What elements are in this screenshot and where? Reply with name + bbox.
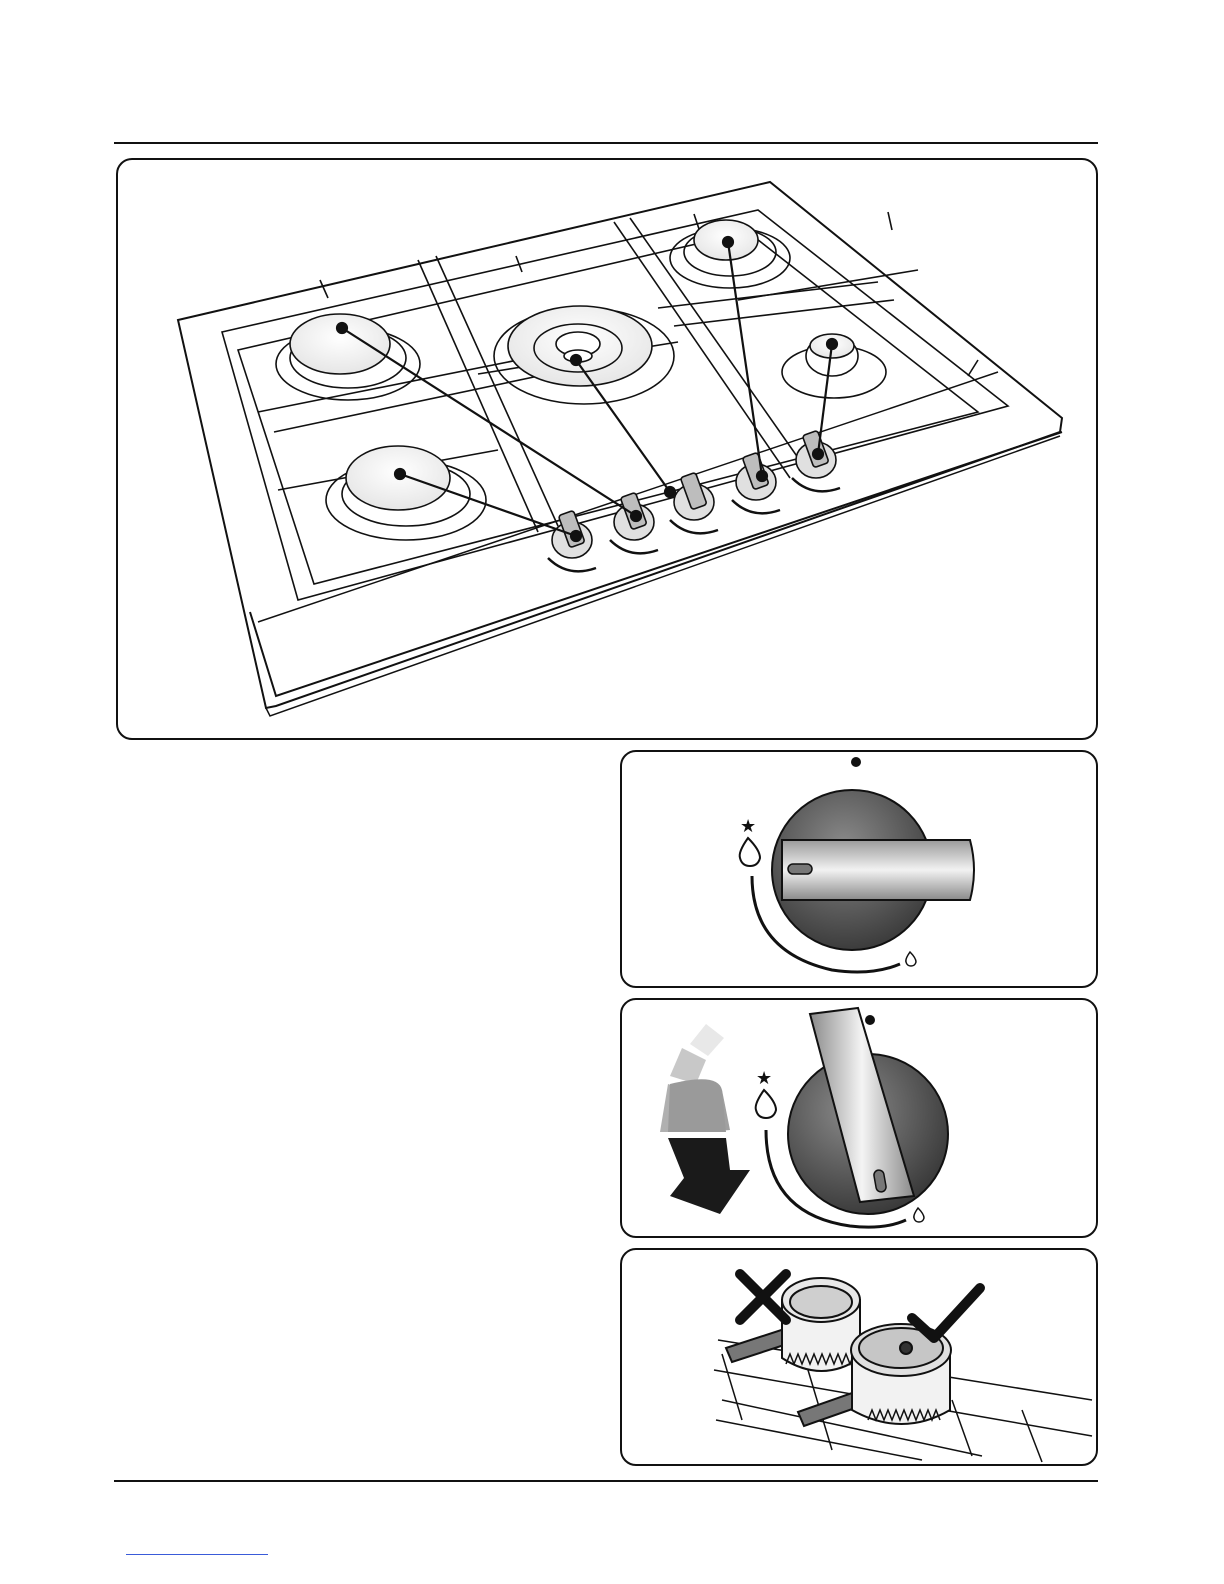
off-marker-dot bbox=[865, 1015, 875, 1025]
knob-2 bbox=[610, 492, 658, 553]
pan-handle-position-icon bbox=[622, 1250, 1096, 1464]
max-star-icon: ★ bbox=[756, 1068, 772, 1089]
max-flame-icon bbox=[740, 838, 760, 866]
burner-rear-left bbox=[276, 314, 420, 400]
footer-rule bbox=[114, 1480, 1098, 1482]
hob-diagram-panel bbox=[116, 158, 1098, 740]
rotation-arrow-icon bbox=[660, 1024, 750, 1214]
check-icon bbox=[912, 1288, 980, 1338]
gas-hob-icon bbox=[118, 160, 1096, 738]
knob-off-panel: ★ bbox=[620, 750, 1098, 988]
max-star-icon: ★ bbox=[740, 816, 756, 837]
control-knobs bbox=[548, 430, 840, 571]
pan-supports bbox=[222, 210, 1008, 600]
max-flame-icon bbox=[756, 1090, 776, 1118]
off-marker-dot bbox=[851, 757, 861, 767]
pan-position-panel bbox=[620, 1248, 1098, 1466]
burner-front-left bbox=[326, 446, 486, 540]
min-flame-icon bbox=[906, 952, 916, 966]
header-rule bbox=[114, 142, 1098, 144]
cross-icon bbox=[740, 1274, 786, 1320]
burner-centre-wok bbox=[494, 306, 674, 404]
control-knob-off-icon: ★ bbox=[622, 752, 1096, 986]
knob-4 bbox=[732, 452, 780, 513]
control-knob-turn-max-icon: ★ bbox=[622, 1000, 1096, 1236]
knob-turn-panel: ★ bbox=[620, 998, 1098, 1238]
min-flame-icon bbox=[914, 1208, 924, 1222]
pan-wrong bbox=[726, 1278, 860, 1371]
footer-link-underline[interactable] bbox=[126, 1554, 268, 1555]
